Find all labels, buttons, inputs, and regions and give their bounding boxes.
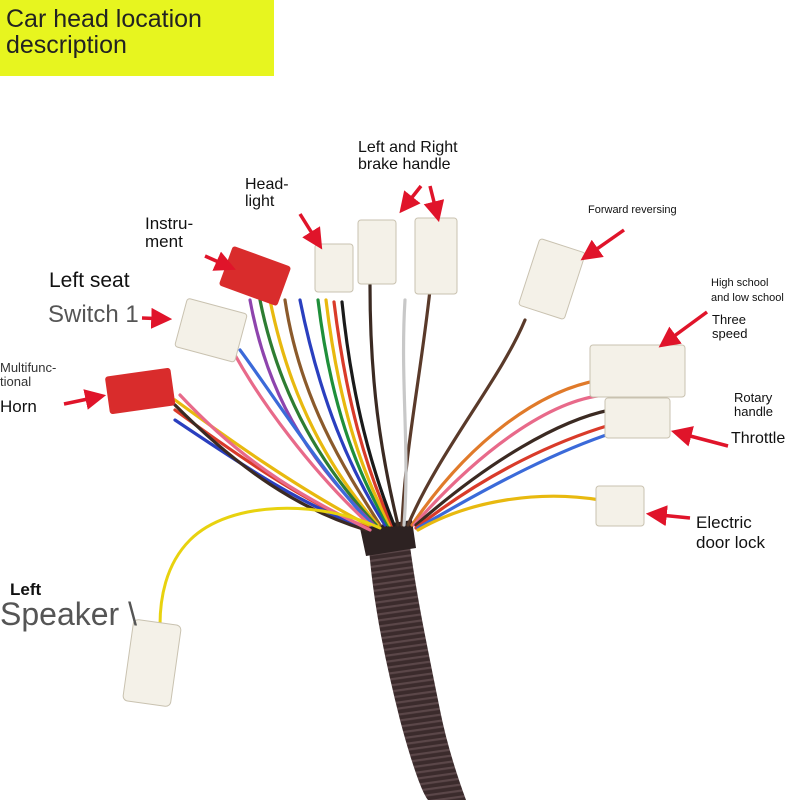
title-line-2: description — [6, 31, 127, 59]
label-high-low-school: High school and low school — [711, 277, 784, 304]
label-headlight-line-1: Head- — [245, 176, 289, 193]
label-multifunctional-line-2: tional — [0, 373, 32, 389]
label-forward-reversing: Forward reversing — [588, 204, 677, 216]
connectors — [105, 217, 686, 707]
label-multifunctional: Multifunc- tional — [0, 361, 56, 388]
label-rotary-line-2: handle — [734, 403, 774, 419]
title-line-1: Car head location — [6, 5, 202, 33]
label-three-speed: Three speed — [712, 313, 747, 340]
label-instrument-line-2: ment — [145, 231, 183, 251]
label-instrument: Instru- ment — [145, 215, 193, 251]
label-high-low-line-2: and low school — [711, 291, 784, 304]
label-door-lock-line-1: Electric — [696, 513, 752, 532]
title-banner: Car head location description — [0, 0, 274, 76]
harness-tube — [360, 520, 466, 800]
label-speaker: Speaker \ — [0, 596, 137, 632]
label-multifunctional-line-1: Multifunc- — [0, 360, 57, 375]
label-horn: Horn — [0, 397, 37, 416]
label-brake-line-1: Left and Right — [358, 139, 458, 156]
label-brake-line-2: brake handle — [358, 155, 451, 173]
label-rotary-line-1: Rotary — [734, 390, 773, 405]
label-door-lock-line-2: door lock — [696, 532, 765, 552]
label-left: Left — [10, 580, 42, 599]
label-left-seat: Left seat — [49, 269, 130, 292]
label-brake-handle: Left and Right brake handle — [358, 139, 458, 174]
label-three-speed-line-2: speed — [712, 325, 748, 341]
label-throttle: Throttle — [731, 430, 786, 447]
label-three-speed-line-1: Three — [712, 312, 746, 327]
pointer-arrows — [63, 184, 729, 527]
label-instrument-line-1: Instru- — [145, 214, 194, 233]
label-high-low-line-1: High school — [711, 277, 769, 289]
label-electric-door-lock: Electric door lock — [696, 514, 765, 552]
label-headlight-line-2: light — [245, 192, 275, 210]
label-headlight: Head- light — [245, 176, 289, 211]
label-rotary-handle: Rotary handle — [734, 391, 773, 418]
label-switch-1: Switch 1 — [48, 301, 139, 328]
